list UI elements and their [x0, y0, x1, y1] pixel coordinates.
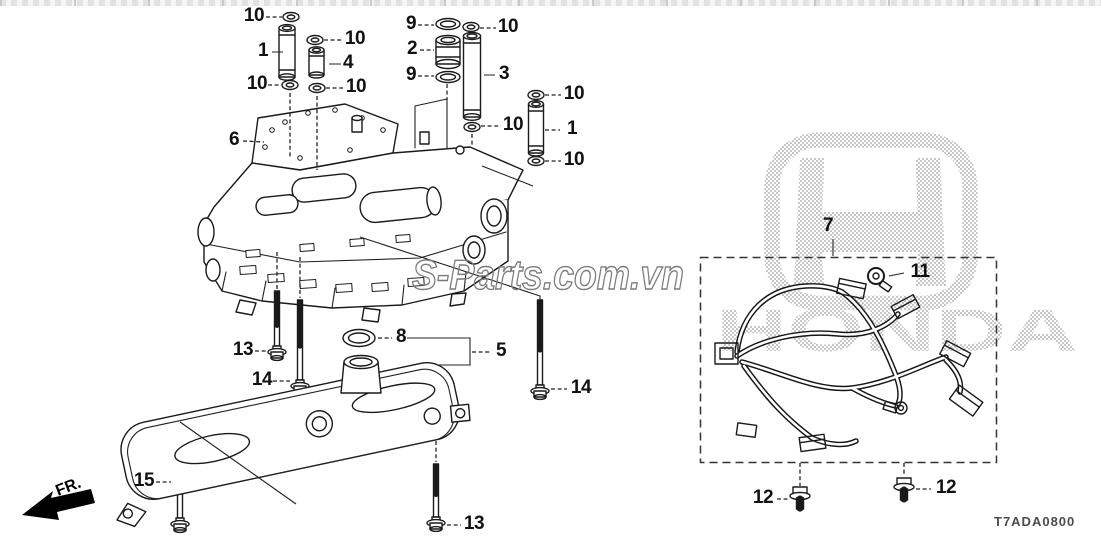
- callout-3: 3: [498, 62, 510, 84]
- ring-10: [462, 21, 480, 33]
- callout-6: 6: [228, 128, 240, 150]
- callout-7: 7: [822, 214, 834, 236]
- oring-9: [435, 70, 461, 84]
- ring-10: [463, 121, 481, 133]
- honda-logo-watermark: HONDA: [716, 132, 1078, 364]
- connector-icon: [948, 384, 984, 417]
- callout-12: 12: [752, 486, 774, 508]
- bolt-14: [290, 299, 310, 396]
- connector-icon: [835, 277, 867, 300]
- callout-8: 8: [395, 325, 407, 347]
- connector-icon: [714, 342, 739, 365]
- callout-11: 11: [910, 260, 930, 282]
- ring-terminal-icon: [882, 400, 908, 415]
- bolt-12: [893, 477, 915, 503]
- callout-10: 10: [345, 75, 367, 97]
- ring-10: [282, 11, 300, 23]
- bolt-12: [789, 486, 811, 513]
- callout-15: 15: [133, 469, 155, 491]
- fr-direction-arrow: FR.: [22, 475, 95, 520]
- bolt-13: [426, 463, 446, 533]
- callout-10: 10: [563, 82, 585, 104]
- ring-10: [527, 155, 545, 167]
- diagram-code: T7ADA0800: [994, 514, 1076, 529]
- connector-icon: [890, 294, 921, 320]
- clamp-part-11: [867, 267, 893, 293]
- tube-4: [308, 46, 325, 79]
- callout-10: 10: [344, 27, 366, 49]
- callout-1: 1: [566, 117, 578, 139]
- ring-10: [306, 34, 324, 46]
- callout-12: 12: [935, 476, 957, 498]
- callout-14: 14: [570, 376, 592, 398]
- callout-9: 9: [405, 12, 417, 34]
- strainer-assembly: [116, 328, 471, 528]
- callout-10: 10: [502, 113, 524, 135]
- harness-group-box: [699, 256, 998, 464]
- oring-8: [342, 328, 376, 348]
- valve-body-assembly: [197, 98, 524, 323]
- ring-10: [527, 89, 545, 101]
- callout-13: 13: [232, 338, 254, 360]
- connector-icon: [735, 422, 758, 439]
- callout-13: 13: [463, 512, 485, 534]
- strainer-neck: [340, 354, 382, 394]
- page-edge-tickmarks: [0, 0, 1101, 6]
- bolt-14: [530, 299, 550, 401]
- oring-9: [435, 17, 461, 31]
- connector-icon: [798, 433, 827, 453]
- callout-14: 14: [251, 368, 273, 390]
- callout-10: 10: [243, 4, 265, 26]
- callout-10: 10: [497, 15, 519, 37]
- callout-9: 9: [405, 63, 417, 85]
- callout-4: 4: [342, 51, 354, 73]
- ring-10: [281, 79, 299, 91]
- tube-3: [462, 31, 482, 121]
- callout-2: 2: [406, 37, 418, 59]
- callout-10: 10: [246, 72, 268, 94]
- tube-1: [527, 99, 545, 157]
- site-watermark-text: S-Parts.com.vn: [412, 251, 684, 298]
- callout-1: 1: [257, 39, 269, 61]
- leader-lines: [156, 16, 931, 526]
- connector-icon: [939, 340, 972, 368]
- brand-watermark-text: HONDA: [716, 297, 1078, 364]
- bolt-13: [267, 290, 287, 362]
- tube-1: [278, 23, 296, 81]
- bushing-2: [435, 34, 461, 70]
- ring-10: [308, 82, 326, 94]
- wire-harness: [714, 267, 984, 453]
- callout-10: 10: [563, 148, 585, 170]
- callout-5: 5: [495, 339, 507, 361]
